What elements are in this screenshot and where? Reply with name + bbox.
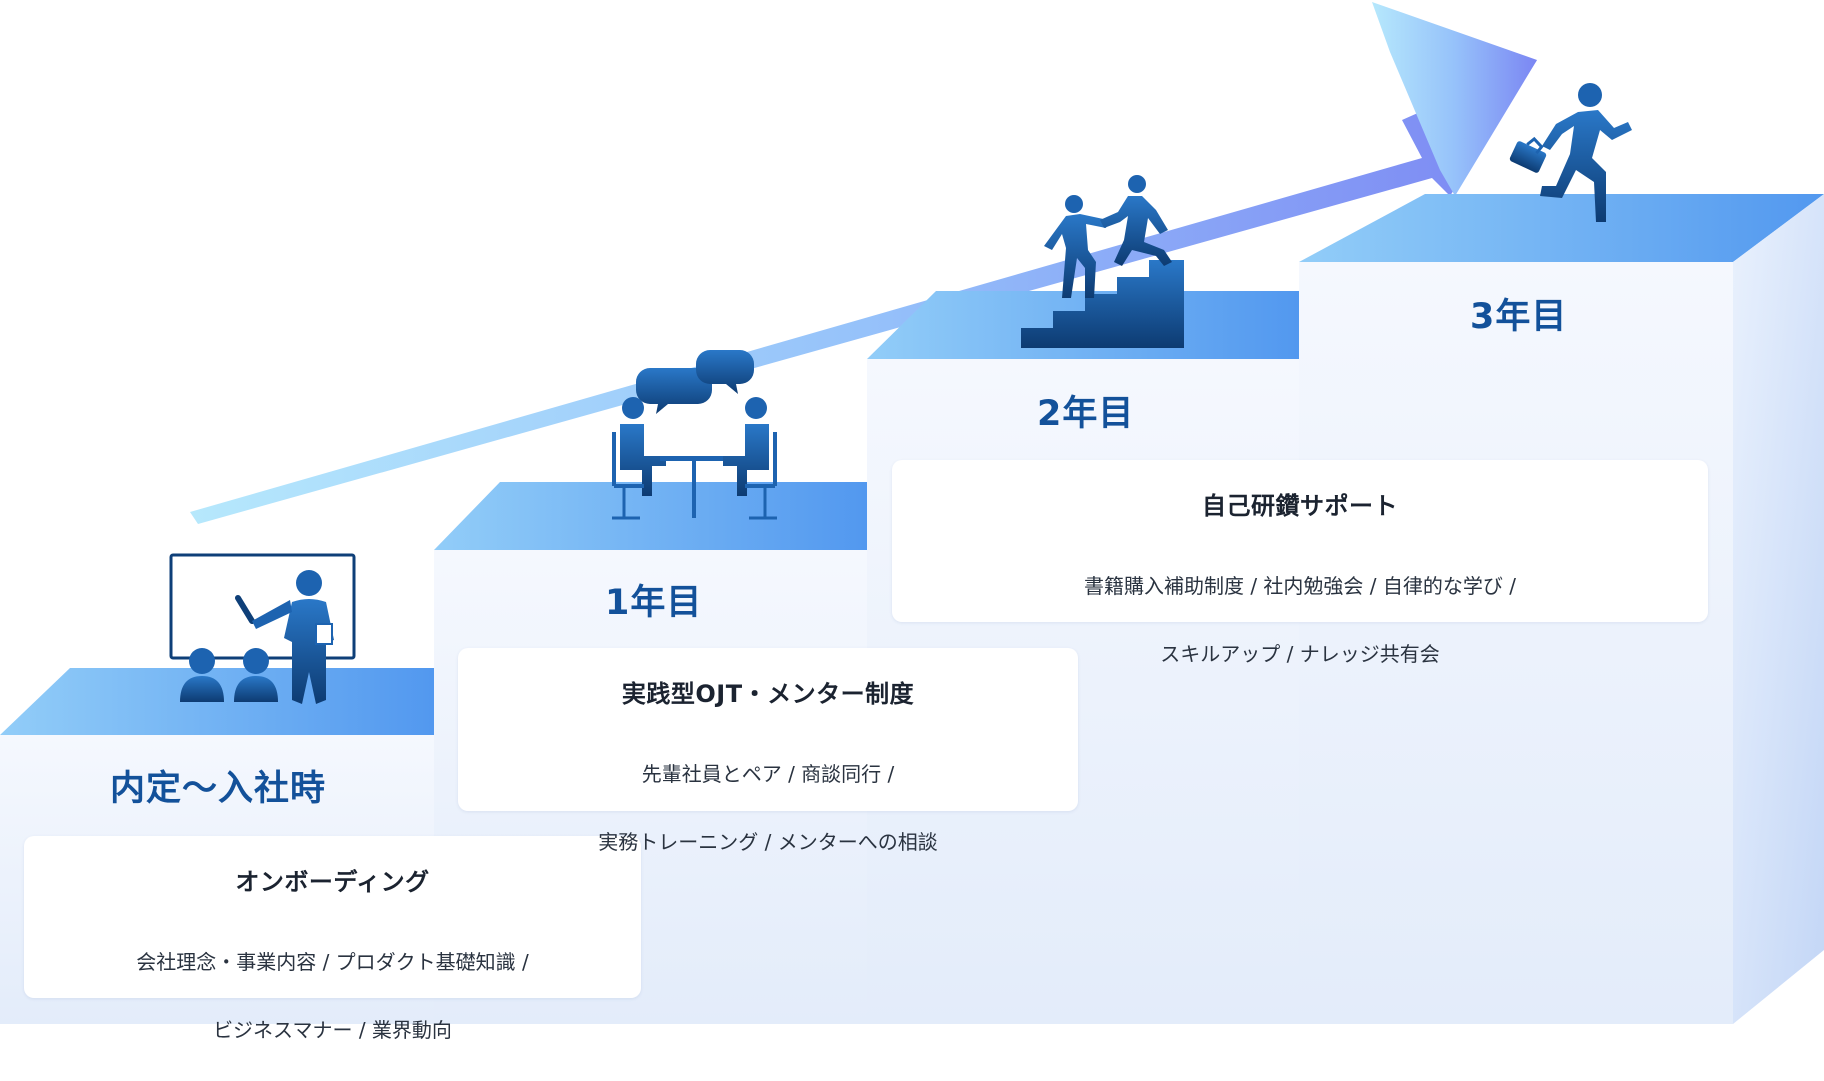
card-line: ビジネスマナー / 業界動向 bbox=[213, 1018, 452, 1042]
card-line: 会社理念・事業内容 / プロダクト基礎知識 / bbox=[136, 950, 529, 974]
stage-label-year3: 3年目 bbox=[1470, 297, 1568, 337]
growth-arrow bbox=[190, 2, 1537, 524]
running-businessman-icon bbox=[1509, 83, 1632, 222]
step-year3 bbox=[1299, 194, 1824, 1024]
card-title: 自己研鑽サポート bbox=[1202, 492, 1398, 520]
card-description: 先輩社員とペア / 商談同行 / 実務トレーニング / メンターへの相談 bbox=[458, 723, 1078, 893]
stage-label-onboarding: 内定〜入社時 bbox=[110, 769, 327, 809]
card-year1: 実践型OJT・メンター制度 先輩社員とペア / 商談同行 / 実務トレーニング … bbox=[458, 648, 1078, 854]
card-line: 先輩社員とペア / 商談同行 / bbox=[641, 762, 895, 786]
mentoring-conversation-icon bbox=[612, 350, 777, 520]
card-description: 会社理念・事業内容 / プロダクト基礎知識 / ビジネスマナー / 業界動向 bbox=[24, 911, 641, 1081]
card-line: スキルアップ / ナレッジ共有会 bbox=[1160, 642, 1440, 666]
card-title: 実践型OJT・メンター制度 bbox=[621, 680, 915, 708]
stage-label-year1: 1年目 bbox=[605, 583, 703, 623]
card-line: 実務トレーニング / メンターへの相談 bbox=[598, 830, 938, 854]
card-line: 書籍購入補助制度 / 社内勉強会 / 自律的な学び / bbox=[1083, 574, 1516, 598]
card-description: 書籍購入補助制度 / 社内勉強会 / 自律的な学び / スキルアップ / ナレッ… bbox=[892, 535, 1708, 705]
card-year2: 自己研鑽サポート 書籍購入補助制度 / 社内勉強会 / 自律的な学び / スキル… bbox=[892, 460, 1708, 666]
helping-up-stairs-icon bbox=[1021, 175, 1184, 348]
stage-label-year2: 2年目 bbox=[1037, 394, 1135, 434]
card-title: オンボーディング bbox=[235, 868, 430, 896]
presentation-teacher-icon bbox=[169, 553, 356, 704]
career-growth-diagram: 内定〜入社時 1年目 2年目 3年目 オンボーディング 会社理念・事業内容 / … bbox=[0, 2, 1824, 1042]
